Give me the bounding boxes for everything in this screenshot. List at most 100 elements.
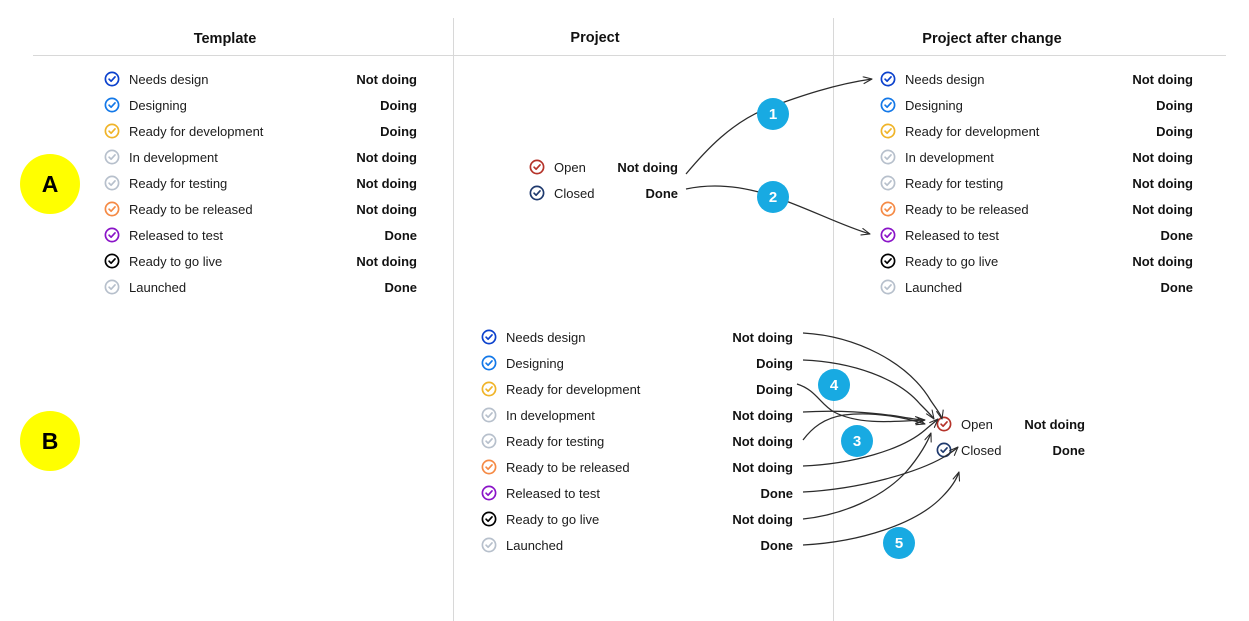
mapping-badge-1: 1 xyxy=(757,98,789,130)
status-name: Ready for testing xyxy=(905,175,1004,191)
status-name: Ready to be released xyxy=(905,201,1029,217)
check-circle-icon xyxy=(104,279,120,295)
check-circle-icon xyxy=(880,253,896,269)
status-category-value: Done xyxy=(645,185,679,201)
status-category-value: Not doing xyxy=(1024,416,1085,432)
check-circle-icon xyxy=(880,201,896,217)
status-name: Designing xyxy=(506,355,564,371)
status-name: Ready for testing xyxy=(506,433,605,449)
check-circle-icon xyxy=(481,537,497,553)
status-name: In development xyxy=(506,407,595,423)
check-circle-icon xyxy=(880,123,896,139)
section-marker-a: A xyxy=(20,154,80,214)
status-category-value: Not doing xyxy=(1132,149,1193,165)
status-category-value: Not doing xyxy=(356,175,417,191)
status-name: Released to test xyxy=(129,227,223,243)
status-name: Ready to go live xyxy=(129,253,223,269)
check-circle-icon xyxy=(880,149,896,165)
status-category-value: Not doing xyxy=(617,159,678,175)
status-name: Ready to be released xyxy=(506,459,630,475)
check-circle-icon xyxy=(104,175,120,191)
check-circle-icon xyxy=(936,442,952,458)
status-category-value: Not doing xyxy=(1132,253,1193,269)
status-row: Designing Doing xyxy=(880,92,1193,118)
check-circle-icon xyxy=(880,279,896,295)
status-name: Ready for development xyxy=(905,123,1040,139)
check-circle-icon xyxy=(104,201,120,217)
status-category-value: Not doing xyxy=(732,407,793,423)
mapping-badge-3: 3 xyxy=(841,425,873,457)
status-name: Ready to go live xyxy=(905,253,999,269)
status-name: Designing xyxy=(905,97,963,113)
status-row: Ready to go live Not doing xyxy=(880,248,1193,274)
status-row: Needs design Not doing xyxy=(880,66,1193,92)
status-name: Released to test xyxy=(905,227,999,243)
status-name: Released to test xyxy=(506,485,600,501)
check-circle-icon xyxy=(104,71,120,87)
status-category-value: Doing xyxy=(1156,123,1193,139)
section-marker-b: B xyxy=(20,411,80,471)
mapping-badge-5: 5 xyxy=(883,527,915,559)
status-name: Open xyxy=(554,159,586,175)
check-circle-icon xyxy=(104,97,120,113)
status-name: Designing xyxy=(129,97,187,113)
status-category-value: Not doing xyxy=(732,459,793,475)
status-name: Needs design xyxy=(129,71,209,87)
status-name: Launched xyxy=(905,279,963,295)
status-category-value: Doing xyxy=(1156,97,1193,113)
status-row: Launched Done xyxy=(104,274,417,300)
status-name: Ready to go live xyxy=(506,511,600,527)
check-circle-icon xyxy=(104,149,120,165)
status-category-value: Done xyxy=(384,279,418,295)
status-category-value: Not doing xyxy=(356,149,417,165)
status-name: In development xyxy=(905,149,994,165)
status-row: Released to test Done xyxy=(104,222,417,248)
check-circle-icon xyxy=(481,329,497,345)
status-row: In development Not doing xyxy=(481,402,793,428)
check-circle-icon xyxy=(481,511,497,527)
status-category-value: Done xyxy=(384,227,418,243)
status-row: Designing Doing xyxy=(481,350,793,376)
status-category-value: Not doing xyxy=(356,201,417,217)
status-name: Launched xyxy=(129,279,187,295)
mapping-badge-2: 2 xyxy=(757,181,789,213)
status-row: Ready for development Doing xyxy=(104,118,417,144)
status-category-value: Doing xyxy=(380,123,417,139)
status-category-value: Not doing xyxy=(1132,71,1193,87)
check-circle-icon xyxy=(880,227,896,243)
status-row: Open Not doing xyxy=(936,411,1085,437)
check-circle-icon xyxy=(936,416,952,432)
status-row: Ready for development Doing xyxy=(880,118,1193,144)
column-header-project: Project xyxy=(570,30,620,46)
mapping-badge-4: 4 xyxy=(818,369,850,401)
check-circle-icon xyxy=(104,227,120,243)
status-category-value: Doing xyxy=(380,97,417,113)
status-category-value: Not doing xyxy=(732,433,793,449)
status-category-value: Doing xyxy=(756,355,793,371)
status-name: Needs design xyxy=(905,71,985,87)
status-name: Needs design xyxy=(506,329,586,345)
check-circle-icon xyxy=(481,485,497,501)
header-divider xyxy=(33,55,1226,56)
status-row: Ready to go live Not doing xyxy=(481,506,793,532)
status-category-value: Not doing xyxy=(732,511,793,527)
status-name: Open xyxy=(961,416,993,432)
column-divider-2 xyxy=(833,18,834,621)
status-name: Ready for development xyxy=(129,123,264,139)
check-circle-icon xyxy=(529,159,545,175)
